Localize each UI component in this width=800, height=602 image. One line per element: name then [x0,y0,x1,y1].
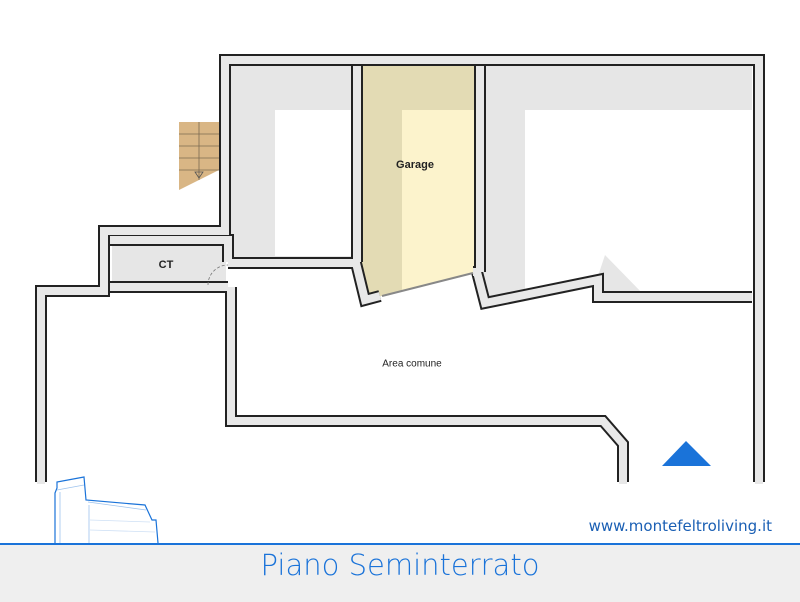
garage-door [381,272,474,297]
garage-light [402,110,477,290]
castle-logo-icon [54,476,159,544]
room-label-area-comune: Area comune [382,358,442,370]
ct-fill [112,242,226,285]
ct-door-swing [207,264,229,286]
room-left-inner [275,110,353,256]
stairs-icon [179,122,219,190]
walls [35,54,765,484]
room-label-ct: CT [158,259,174,271]
room-right-inner [525,110,752,296]
north-arrow-icon [662,441,711,466]
website-link[interactable]: www.montefeltroliving.it [588,517,772,535]
footer-band [0,543,800,602]
room-label-garage: Garage [396,159,434,171]
floor-title: Piano Seminterrato [260,548,540,582]
